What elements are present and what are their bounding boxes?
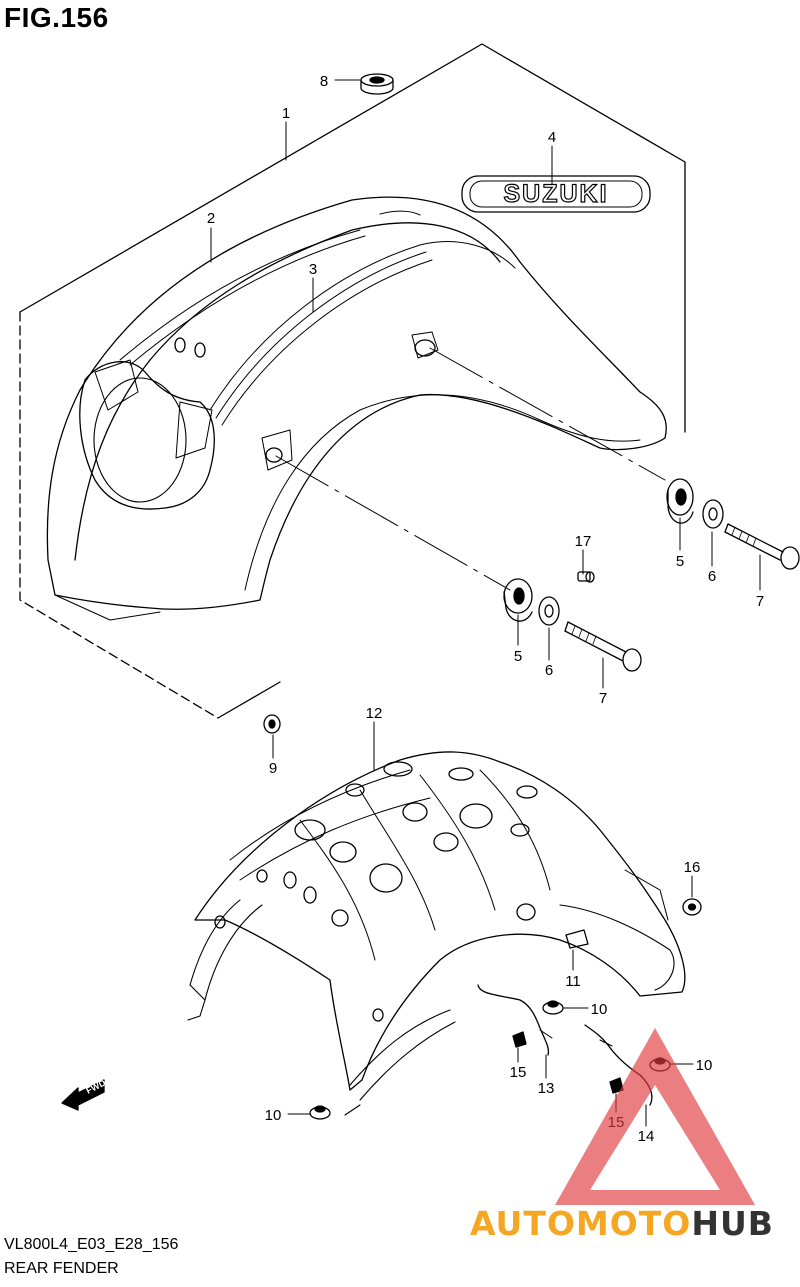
- suzuki-decal-part-4: [461, 175, 651, 213]
- figure-caption: REAR FENDER: [4, 1260, 119, 1277]
- clamp-part-15-a: [512, 1031, 527, 1048]
- watermark-triangle-icon: [555, 1028, 755, 1205]
- callout-8: 8: [320, 73, 328, 90]
- callout-17: 17: [575, 533, 592, 550]
- callout-1: 1: [282, 105, 290, 122]
- callout-5-lower: 5: [514, 648, 522, 665]
- callout-7-lower: 7: [599, 690, 607, 707]
- callout-6-upper: 6: [708, 568, 716, 585]
- cushion-part-10-c: [309, 1105, 331, 1120]
- bolt-part-7-upper: [724, 523, 800, 570]
- callout-7-upper: 7: [756, 593, 764, 610]
- callout-3: 3: [309, 261, 317, 278]
- callout-12: 12: [366, 705, 383, 722]
- watermark-text-b: HUB: [691, 1204, 774, 1243]
- fwd-arrow-icon: [61, 1079, 105, 1111]
- callout-4: 4: [548, 129, 556, 146]
- figure-code: VL800L4_E03_E28_156: [4, 1236, 179, 1253]
- callout-10-c: 10: [265, 1107, 282, 1124]
- inner-fender-part-12: [187, 751, 686, 1116]
- cushion-part-10-a: [542, 1000, 564, 1015]
- assembly-frame: [19, 43, 686, 719]
- harness-part-13: [477, 984, 553, 1056]
- decal-text: SUZUKI: [503, 180, 608, 208]
- washer-part-6-upper: [702, 499, 724, 529]
- cushion-part-8: [360, 73, 394, 95]
- bolt-part-7-lower: [564, 621, 642, 672]
- callout-10-a: 10: [591, 1001, 608, 1018]
- rear-fender: [46, 196, 667, 621]
- callout-numbers: 1 2 3 4 5 5 6 6 7 7 8 9 10 10 10 11 12 1…: [207, 73, 764, 1145]
- callout-10-b: 10: [696, 1057, 713, 1074]
- callout-11: 11: [565, 973, 581, 990]
- washer-part-6-lower: [538, 596, 560, 626]
- callout-14: 14: [638, 1128, 655, 1145]
- screw-part-17: [577, 571, 595, 583]
- callout-16: 16: [684, 859, 701, 876]
- cushion-part-5-lower: [503, 578, 533, 622]
- nut-part-16: [682, 898, 702, 916]
- callout-leaders: [210, 79, 761, 1127]
- label-part-11: [565, 929, 589, 949]
- callout-9: 9: [269, 760, 277, 777]
- watermark-text-a: AUTOMOTO: [470, 1204, 692, 1243]
- callout-13: 13: [538, 1080, 555, 1097]
- figure-title: FIG.156: [4, 2, 109, 33]
- callout-15-a: 15: [510, 1064, 527, 1081]
- callout-6-lower: 6: [545, 662, 553, 679]
- leader-lines: [275, 347, 666, 591]
- cushion-part-9: [263, 714, 281, 734]
- callout-2: 2: [207, 210, 215, 227]
- watermark-logo-text: AUTOMOTOHUB: [470, 1204, 774, 1243]
- cushion-part-5-upper: [666, 478, 694, 524]
- callout-5-upper: 5: [676, 553, 684, 570]
